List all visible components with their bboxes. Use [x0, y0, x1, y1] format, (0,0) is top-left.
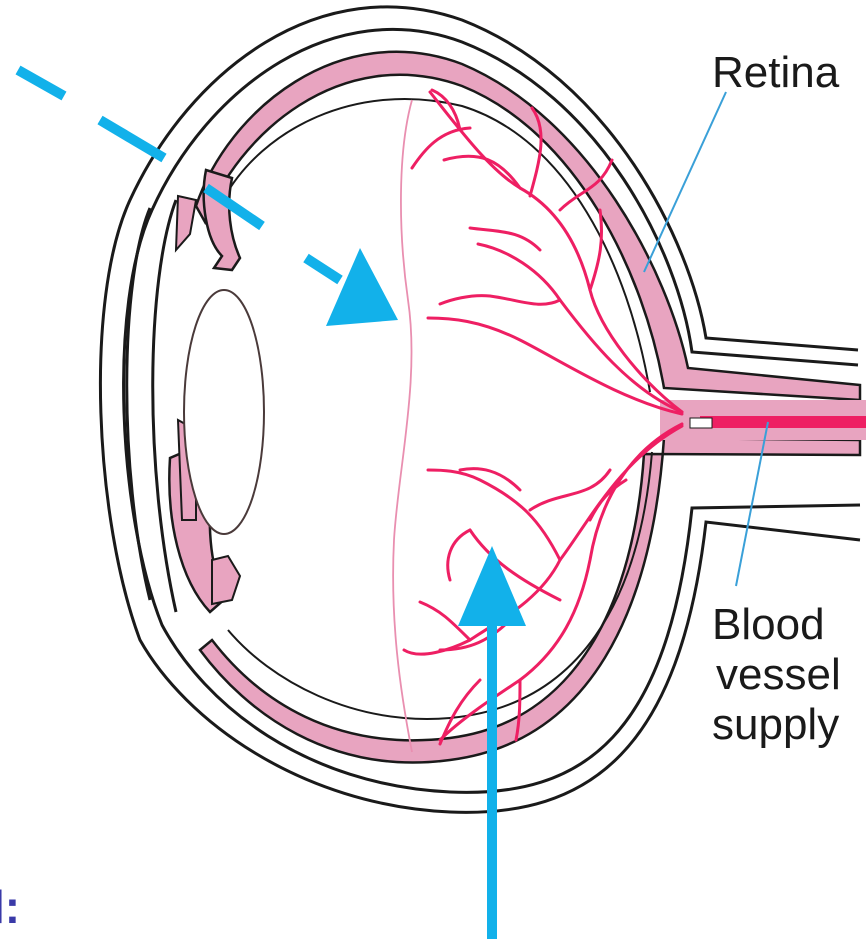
partial-caption-text-inner: l: [0, 882, 20, 932]
blood-label-line3: supply [712, 700, 862, 750]
blood-label-line1: Blood [712, 600, 862, 650]
partial-caption-text: l: [0, 882, 26, 932]
lens [184, 290, 264, 534]
retina-band [196, 52, 860, 400]
blood-vessels-lower [404, 424, 682, 744]
retina-leader-line [644, 92, 726, 272]
blood-label-line2: vessel [712, 650, 862, 700]
vitreous-line [393, 100, 412, 752]
ciliary-lower [212, 556, 240, 604]
retina-label: Retina [712, 48, 839, 98]
blood-vessel-supply-label: Blood vessel supply [712, 600, 862, 750]
optic-disc [690, 418, 712, 428]
central-vessel [700, 416, 866, 428]
